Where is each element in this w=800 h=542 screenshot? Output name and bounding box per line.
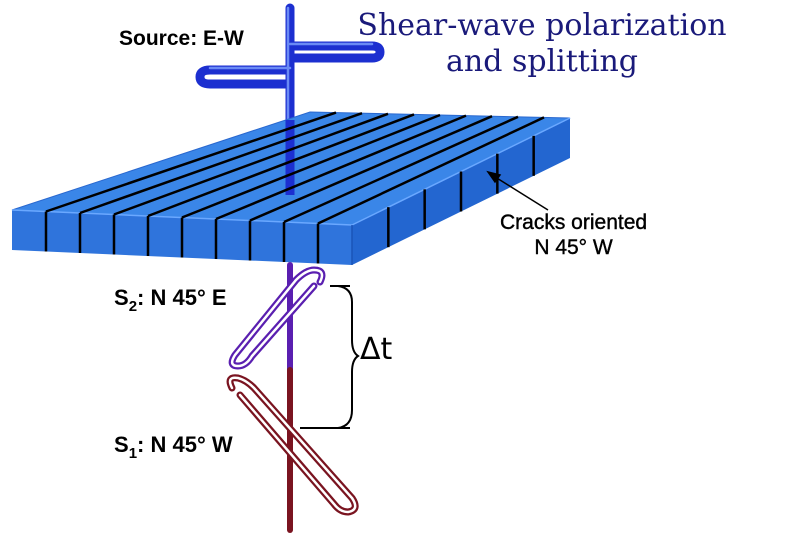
crack-line-top [113,112,389,216]
s1-subscript: 1 [128,445,138,462]
crack-line-top [181,113,441,219]
crack-leader [486,170,549,211]
source-label: Source: E-W [119,27,244,50]
cracks-label: Cracks oriented N 45° W [500,210,647,260]
s2-prefix: S [114,285,129,310]
diagram-title: Shear-wave polarization and splitting [352,8,732,80]
s2-subscript: 2 [128,298,138,315]
cracked-slab [11,111,571,265]
crack-line-top [317,116,545,225]
title-line-1: Shear-wave polarization [357,8,727,43]
s2-label: S2: N 45° E [114,285,227,315]
s1-prefix: S [114,432,129,457]
crack-line-top [147,113,415,218]
cracks-label-line-1: Cracks oriented [500,211,648,234]
crack-line-top [215,114,467,221]
delay-brace [300,285,360,429]
crack-line-top [45,111,337,213]
s2-wave [228,262,326,373]
delay-time-label: Δt [360,332,393,367]
s2-suffix: : N 45° E [137,285,227,310]
s1-wave [226,367,359,533]
s1-label: S1: N 45° W [114,432,233,462]
cracks-label-line-2: N 45° W [534,236,613,259]
crack-line-top [283,115,519,224]
crack-line-top [79,112,363,215]
title-line-2: and splitting [446,44,638,79]
crack-line-top [249,115,493,222]
crack-lines [44,111,545,264]
s1-suffix: : N 45° W [137,432,233,457]
